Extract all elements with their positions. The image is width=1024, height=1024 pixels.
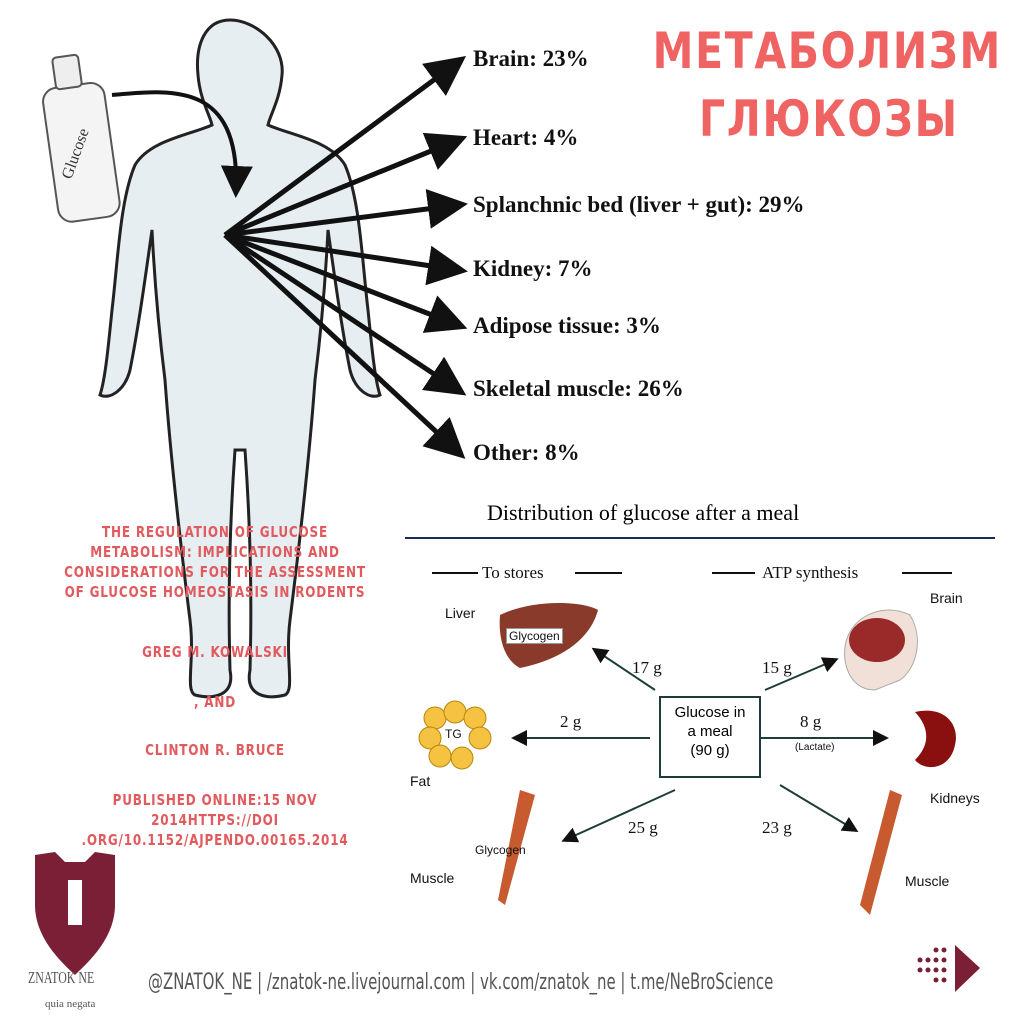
muscle-left-label: Muscle (410, 870, 455, 886)
liver-label: Liver (445, 605, 476, 621)
paper-and: , AND (193, 693, 237, 711)
center-line3: (90 g) (690, 742, 730, 759)
muscle-right-label: Muscle (905, 873, 950, 889)
paper-published: PUBLISHED ONLINE:15 NOV 2014HTTPS://DOI … (81, 791, 349, 849)
organ-heart: Heart: 4% (473, 125, 579, 150)
next-arrow-icon (917, 945, 980, 992)
title-line2: ГЛЮКОЗЫ (699, 90, 959, 148)
organ-skeletal-muscle: Skeletal muscle: 26% (473, 376, 684, 401)
amount-liver: 17 g (632, 658, 662, 677)
organ-splanchnic: Splanchnic bed (liver + gut): 29% (473, 192, 805, 217)
kidney-image (915, 710, 956, 768)
glucose-meal-box: Glucose in a meal (90 g) (660, 703, 760, 760)
center-line2: a meal (687, 723, 733, 740)
kidneys-label: Kidneys (930, 790, 980, 806)
znatok-logo-icon (35, 852, 115, 975)
amount-muscle-left: 25 g (628, 818, 658, 837)
amount-brain: 15 g (762, 658, 792, 677)
amount-kidneys: 8 g (800, 712, 822, 731)
organ-kidney: Kidney: 7% (473, 256, 593, 281)
glycogen-label: Glycogen (506, 628, 563, 644)
footer-links[interactable]: @ZNATOK_NE | /znatok-ne.livejournal.com … (148, 970, 774, 995)
paper-title: THE REGULATION OF GLUCOSE METABOLISM: IM… (64, 523, 366, 601)
muscle-left-image (498, 790, 535, 905)
organ-brain: Brain: 23% (473, 46, 589, 71)
lactate-label: (Lactate) (795, 742, 835, 753)
fat-cells-image (418, 700, 492, 770)
fat-label: Fat (410, 773, 431, 789)
organ-other: Other: 8% (473, 440, 580, 465)
amount-muscle-right: 23 g (762, 818, 792, 837)
brand-motto: quia negata (45, 998, 96, 1010)
title-line1: МЕТАБОЛИЗМ (652, 22, 1002, 80)
amount-fat: 2 g (560, 712, 582, 731)
glucose-bottle (42, 53, 121, 223)
diagram-title: Distribution of glucose after a meal (487, 500, 800, 525)
center-line1: Glucose in (674, 704, 746, 721)
tg-label: TG (445, 727, 462, 741)
paper-author-1: GREG M. KOWALSKI (142, 643, 288, 661)
muscle-right-image (860, 790, 902, 915)
brain-label: Brain (930, 590, 963, 606)
brand-name: ZNATOK NE (28, 968, 95, 987)
to-stores-label: To stores (482, 563, 544, 582)
human-silhouette (98, 18, 382, 699)
paper-author-2: CLINTON R. BRUCE (145, 741, 285, 759)
organ-adipose: Adipose tissue: 3% (473, 313, 661, 338)
atp-synthesis-label: ATP synthesis (762, 563, 859, 582)
glycogen-muscle-label: Glycogen (475, 843, 526, 857)
